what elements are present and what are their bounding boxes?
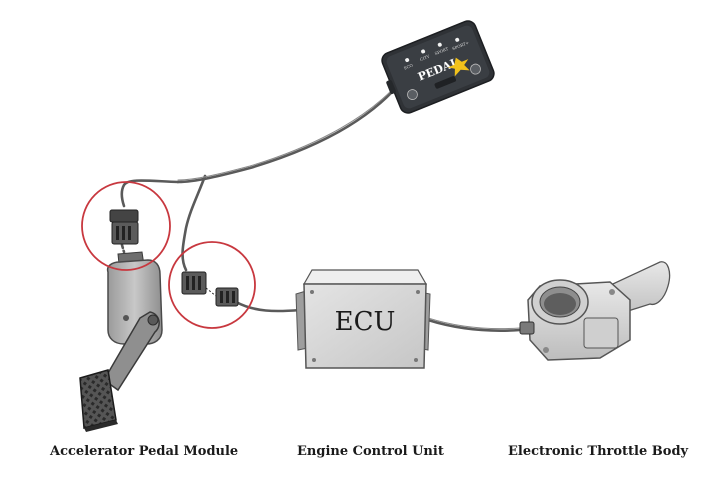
highlight-circle: [81, 181, 171, 271]
pedal-controller-icon: ECO CITY SPORT SPORT+ PEDAL: [381, 20, 495, 114]
mode-label: ECO: [403, 62, 414, 70]
pedal-module-caption: Accelerator Pedal Module: [50, 444, 239, 459]
accelerator-pedal-icon: [79, 251, 163, 432]
throttle-caption: Electronic Throttle Body: [508, 444, 689, 459]
highlight-circle: [168, 241, 256, 329]
mode-label: SPORT: [434, 46, 449, 56]
connector-icon: [181, 271, 239, 307]
connector-icon: [109, 209, 139, 245]
ecu-caption: Engine Control Unit: [297, 444, 444, 459]
mode-label: CITY: [419, 54, 430, 62]
ecu-label: ECU: [335, 307, 396, 337]
ecu-box-icon: ECU: [295, 269, 431, 369]
mode-label: SPORT+: [451, 40, 469, 51]
cable-harness: [120, 90, 522, 332]
throttle-body-icon: [519, 261, 671, 361]
